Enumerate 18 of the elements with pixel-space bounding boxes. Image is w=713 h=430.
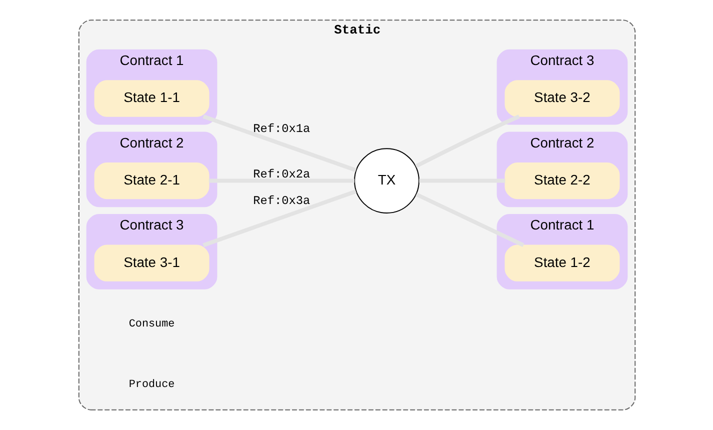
edge-label: Ref:0x1a xyxy=(252,122,310,136)
connector xyxy=(415,192,524,247)
connector xyxy=(418,178,505,183)
connector xyxy=(208,178,354,183)
node-box: State 3-2 xyxy=(504,80,620,117)
edge-label: Ref:0x2a xyxy=(252,167,310,182)
edge-label: Ref:0x3a xyxy=(252,194,310,208)
node-circle: TX xyxy=(354,148,419,214)
connector xyxy=(414,114,520,168)
node-box: State 2-2 xyxy=(504,162,620,200)
connector xyxy=(202,189,356,248)
node-box: State 1-2 xyxy=(504,244,620,282)
connector xyxy=(202,114,356,172)
node-box: State 2-1 xyxy=(94,162,209,200)
node-box: State 1-1 xyxy=(94,80,209,117)
node-box: State 3-1 xyxy=(94,244,209,282)
label: Produce xyxy=(128,378,174,391)
label: Consume xyxy=(128,318,174,330)
